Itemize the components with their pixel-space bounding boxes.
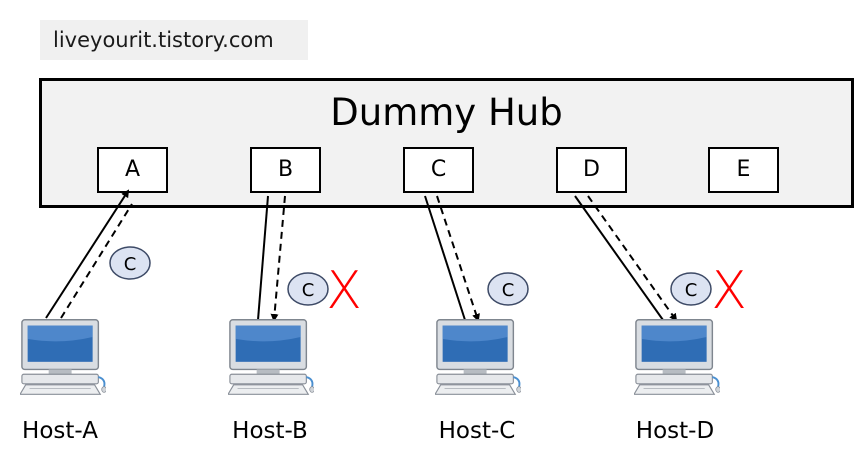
frame-badge-host-c: C <box>487 272 529 306</box>
host-a-computer-icon <box>20 318 106 396</box>
reject-mark-host-b: X <box>326 261 362 321</box>
dummy-hub: Dummy Hub A B C D E <box>39 78 854 208</box>
host-c-computer-icon <box>435 318 521 396</box>
svg-text:C: C <box>302 280 315 301</box>
link-host-a-dashed <box>60 203 133 319</box>
frame-badge-host-b: C <box>287 272 329 306</box>
frame-badge-host-a: C <box>109 246 151 280</box>
host-b-computer-icon <box>228 318 314 396</box>
link-host-d-solid <box>574 195 664 321</box>
reject-mark-host-d: X <box>711 261 747 321</box>
host-b-label: Host-B <box>232 418 308 444</box>
hub-port-a: A <box>97 147 168 193</box>
hub-port-c: C <box>403 147 474 193</box>
link-host-d-dashed <box>587 195 678 322</box>
link-host-a-solid <box>45 189 130 319</box>
link-host-b-dashed <box>270 195 286 322</box>
svg-text:C: C <box>685 280 698 301</box>
host-c-label: Host-C <box>438 418 516 444</box>
host-d-computer-icon <box>634 318 720 396</box>
svg-text:C: C <box>124 254 137 275</box>
link-host-c-solid <box>424 195 466 321</box>
host-a-label: Host-A <box>22 418 98 444</box>
link-host-b-solid <box>257 195 269 321</box>
host-d-label: Host-D <box>635 418 715 444</box>
hub-port-b: B <box>250 147 321 193</box>
hub-title: Dummy Hub <box>330 91 563 134</box>
svg-text:C: C <box>502 280 515 301</box>
watermark: liveyourit.tistory.com <box>40 20 308 60</box>
hub-port-d: D <box>556 147 627 193</box>
frame-badge-host-d: C <box>670 272 712 306</box>
hub-port-e: E <box>708 147 779 193</box>
link-host-c-dashed <box>436 195 480 322</box>
